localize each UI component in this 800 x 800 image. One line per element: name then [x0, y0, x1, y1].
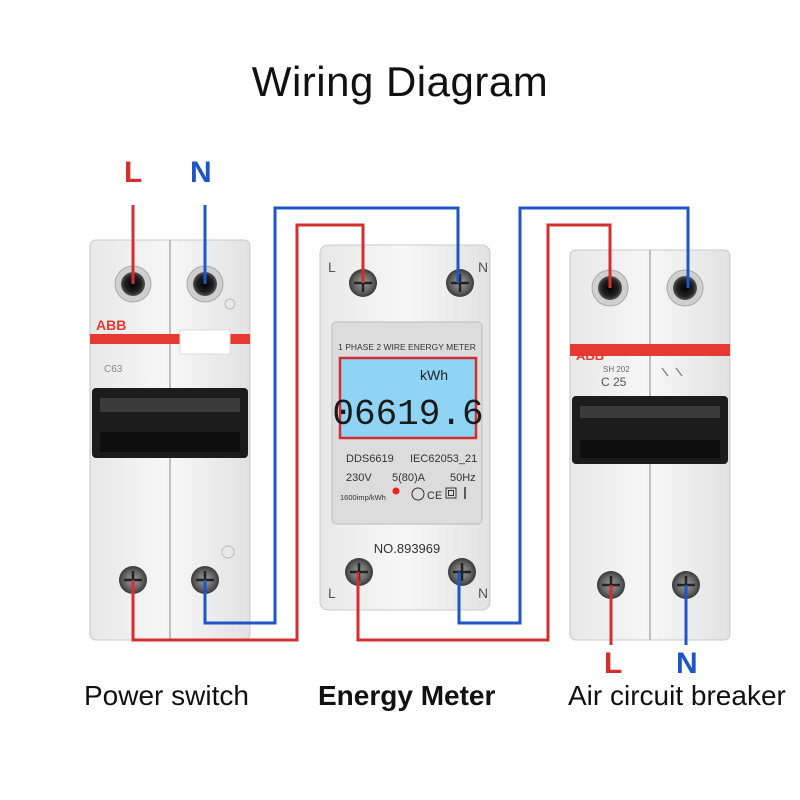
toggle-ridge: [580, 440, 720, 458]
energy-meter-caption: Energy Meter: [318, 680, 496, 711]
class-mark-icon: [411, 487, 425, 501]
breaker-series: SH 202: [603, 365, 630, 374]
air-circuit-breaker: ABB SH 202 C 25: [569, 249, 731, 641]
lcd-unit: kWh: [420, 367, 448, 383]
meter-current: 5(80)A: [392, 472, 426, 484]
contact-symbol-icon: [661, 367, 683, 377]
air-circuit-breaker-caption: Air circuit breaker: [568, 680, 786, 711]
lcd-display: [338, 356, 478, 440]
lcd-reading: 06619.6: [332, 394, 483, 435]
wire-switch-to-meter-live: [131, 223, 365, 642]
n-mark-icon: [224, 298, 236, 310]
supply-neutral-label: N: [190, 156, 212, 189]
power-switch: ABB C63: [89, 239, 251, 641]
meter-serial: NO.893969: [374, 541, 441, 556]
double-insulation-icon: [445, 487, 457, 499]
meter-voltage: 230V: [346, 472, 372, 484]
brand-logo: ABB: [576, 348, 604, 363]
meter-model: DDS6619: [346, 453, 394, 465]
wire-meter-to-breaker-neutral: [457, 206, 690, 625]
brand-stripe: [570, 344, 730, 356]
supply-live-label: L: [124, 156, 143, 189]
output-live-label: L: [604, 647, 623, 680]
energy-meter: L N 1 PHASE 2 WIRE ENERGY METER kWh 0661…: [319, 244, 491, 611]
model-text: C63: [104, 364, 123, 375]
brand-stripe: [90, 334, 250, 344]
wire-meter-to-breaker-live: [356, 223, 612, 642]
terminal-label-top-n: N: [478, 259, 488, 275]
wires: [131, 205, 690, 645]
toggle-ridge: [580, 406, 720, 418]
diagram-title: Wiring Diagram: [251, 58, 549, 105]
n-mark-icon: [221, 545, 235, 559]
ce-mark-icon: CE: [427, 490, 442, 502]
screw-slot: [451, 274, 469, 292]
screw-slot: [453, 563, 471, 581]
terminal-label-bottom-n: N: [478, 585, 488, 601]
toggle-ridge: [100, 432, 240, 452]
terminal-hole-icon: [673, 276, 697, 300]
meter-header: 1 PHASE 2 WIRE ENERGY METER: [338, 342, 476, 352]
brand-logo: ABB: [96, 317, 126, 333]
breaker-rating: C 25: [601, 375, 627, 389]
terminal-label-bottom-l: L: [328, 585, 336, 601]
power-switch-caption: Power switch: [84, 680, 249, 711]
meter-impulse: 1600imp/kWh: [340, 493, 386, 502]
pulse-led-icon: [392, 487, 400, 495]
wire-switch-to-meter-neutral: [203, 206, 460, 625]
meter-frequency: 50Hz: [450, 472, 476, 484]
double-insulation-inner: [448, 490, 454, 496]
label-window: [179, 329, 231, 355]
meter-standard: IEC62053_21: [410, 453, 477, 465]
output-neutral-label: N: [676, 647, 698, 680]
terminal-label-top-l: L: [328, 259, 336, 275]
toggle-ridge: [100, 398, 240, 412]
